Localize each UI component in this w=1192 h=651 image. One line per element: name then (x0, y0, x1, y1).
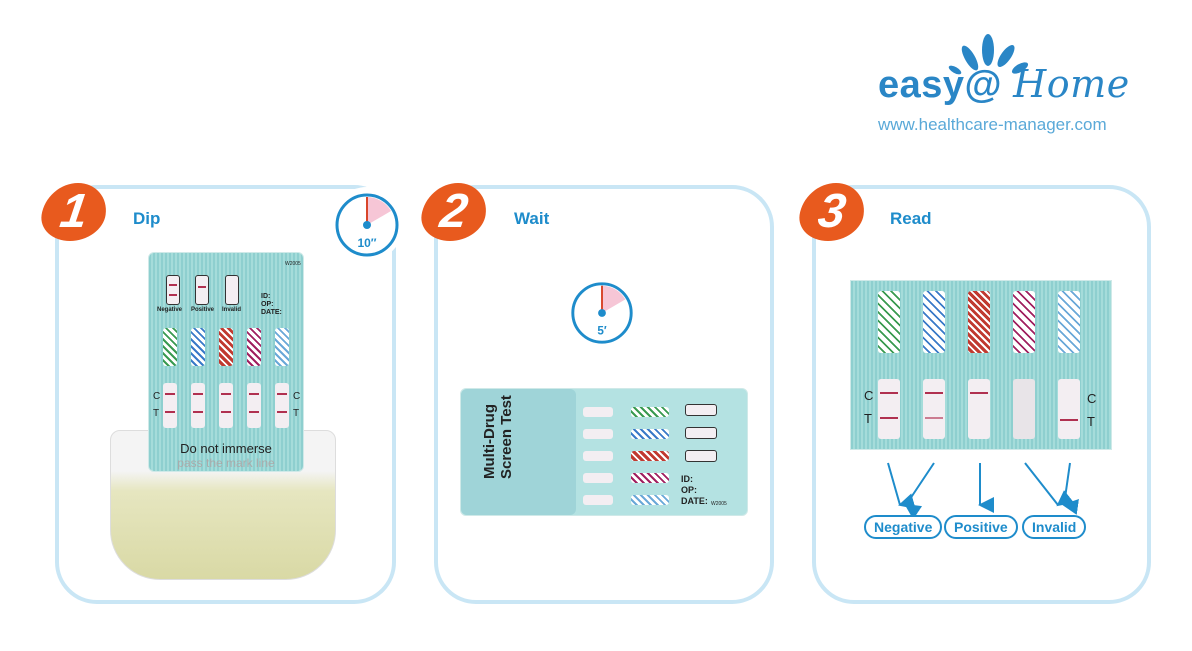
result-positive-label: Positive (944, 515, 1018, 539)
step-2-title: Wait (514, 209, 550, 228)
step-3-title: Read (890, 209, 932, 228)
drug-pad (191, 328, 205, 366)
timer-label: 10″ (357, 236, 376, 250)
timer-label: 5′ (597, 324, 606, 337)
read-test-card: C T C T (850, 280, 1112, 450)
c-label: C (1087, 391, 1097, 406)
logo: easy@ Home (878, 62, 1130, 107)
c-label: C (153, 391, 161, 402)
logo-brand-left: easy@ (878, 64, 1003, 106)
drug-pad (275, 328, 289, 366)
logo-brand-right: Home (1013, 62, 1130, 106)
result-negative-label: Negative (864, 515, 943, 539)
legend-negative: Negative (157, 307, 183, 313)
drug-pad (163, 328, 177, 366)
card-cover (461, 389, 576, 515)
drug-pad (219, 328, 233, 366)
warning-text-2: pass the mark line (177, 456, 275, 470)
drug-pad (247, 328, 261, 366)
c-label: C (864, 388, 874, 403)
id-fields: ID:OP:DATE: (681, 474, 708, 506)
step-1-title: Dip (133, 209, 161, 228)
logo-splash-icon (948, 34, 1029, 75)
card-code: W2005 (711, 501, 727, 507)
t-label: T (153, 408, 160, 419)
logo-url: www.healthcare-manager.com (878, 115, 1107, 134)
warning-text: Do not immerse (180, 441, 272, 456)
result-invalid-label: Invalid (1022, 515, 1087, 539)
c-label: C (293, 391, 301, 402)
t-label: T (1087, 414, 1095, 429)
timer-icon: 10″ (330, 187, 404, 261)
legend-invalid: Invalid (222, 307, 242, 313)
legend-positive: Positive (191, 307, 215, 313)
result-arrows (887, 462, 1079, 515)
t-label: T (293, 408, 300, 419)
t-label: T (864, 411, 872, 426)
dip-test-card: Negative Positive Invalid ID:OP:DATE: W2… (148, 252, 304, 472)
card-code: W2005 (285, 261, 301, 267)
id-fields: ID:OP:DATE: (261, 293, 282, 316)
timer-icon: 5′ (571, 282, 633, 344)
